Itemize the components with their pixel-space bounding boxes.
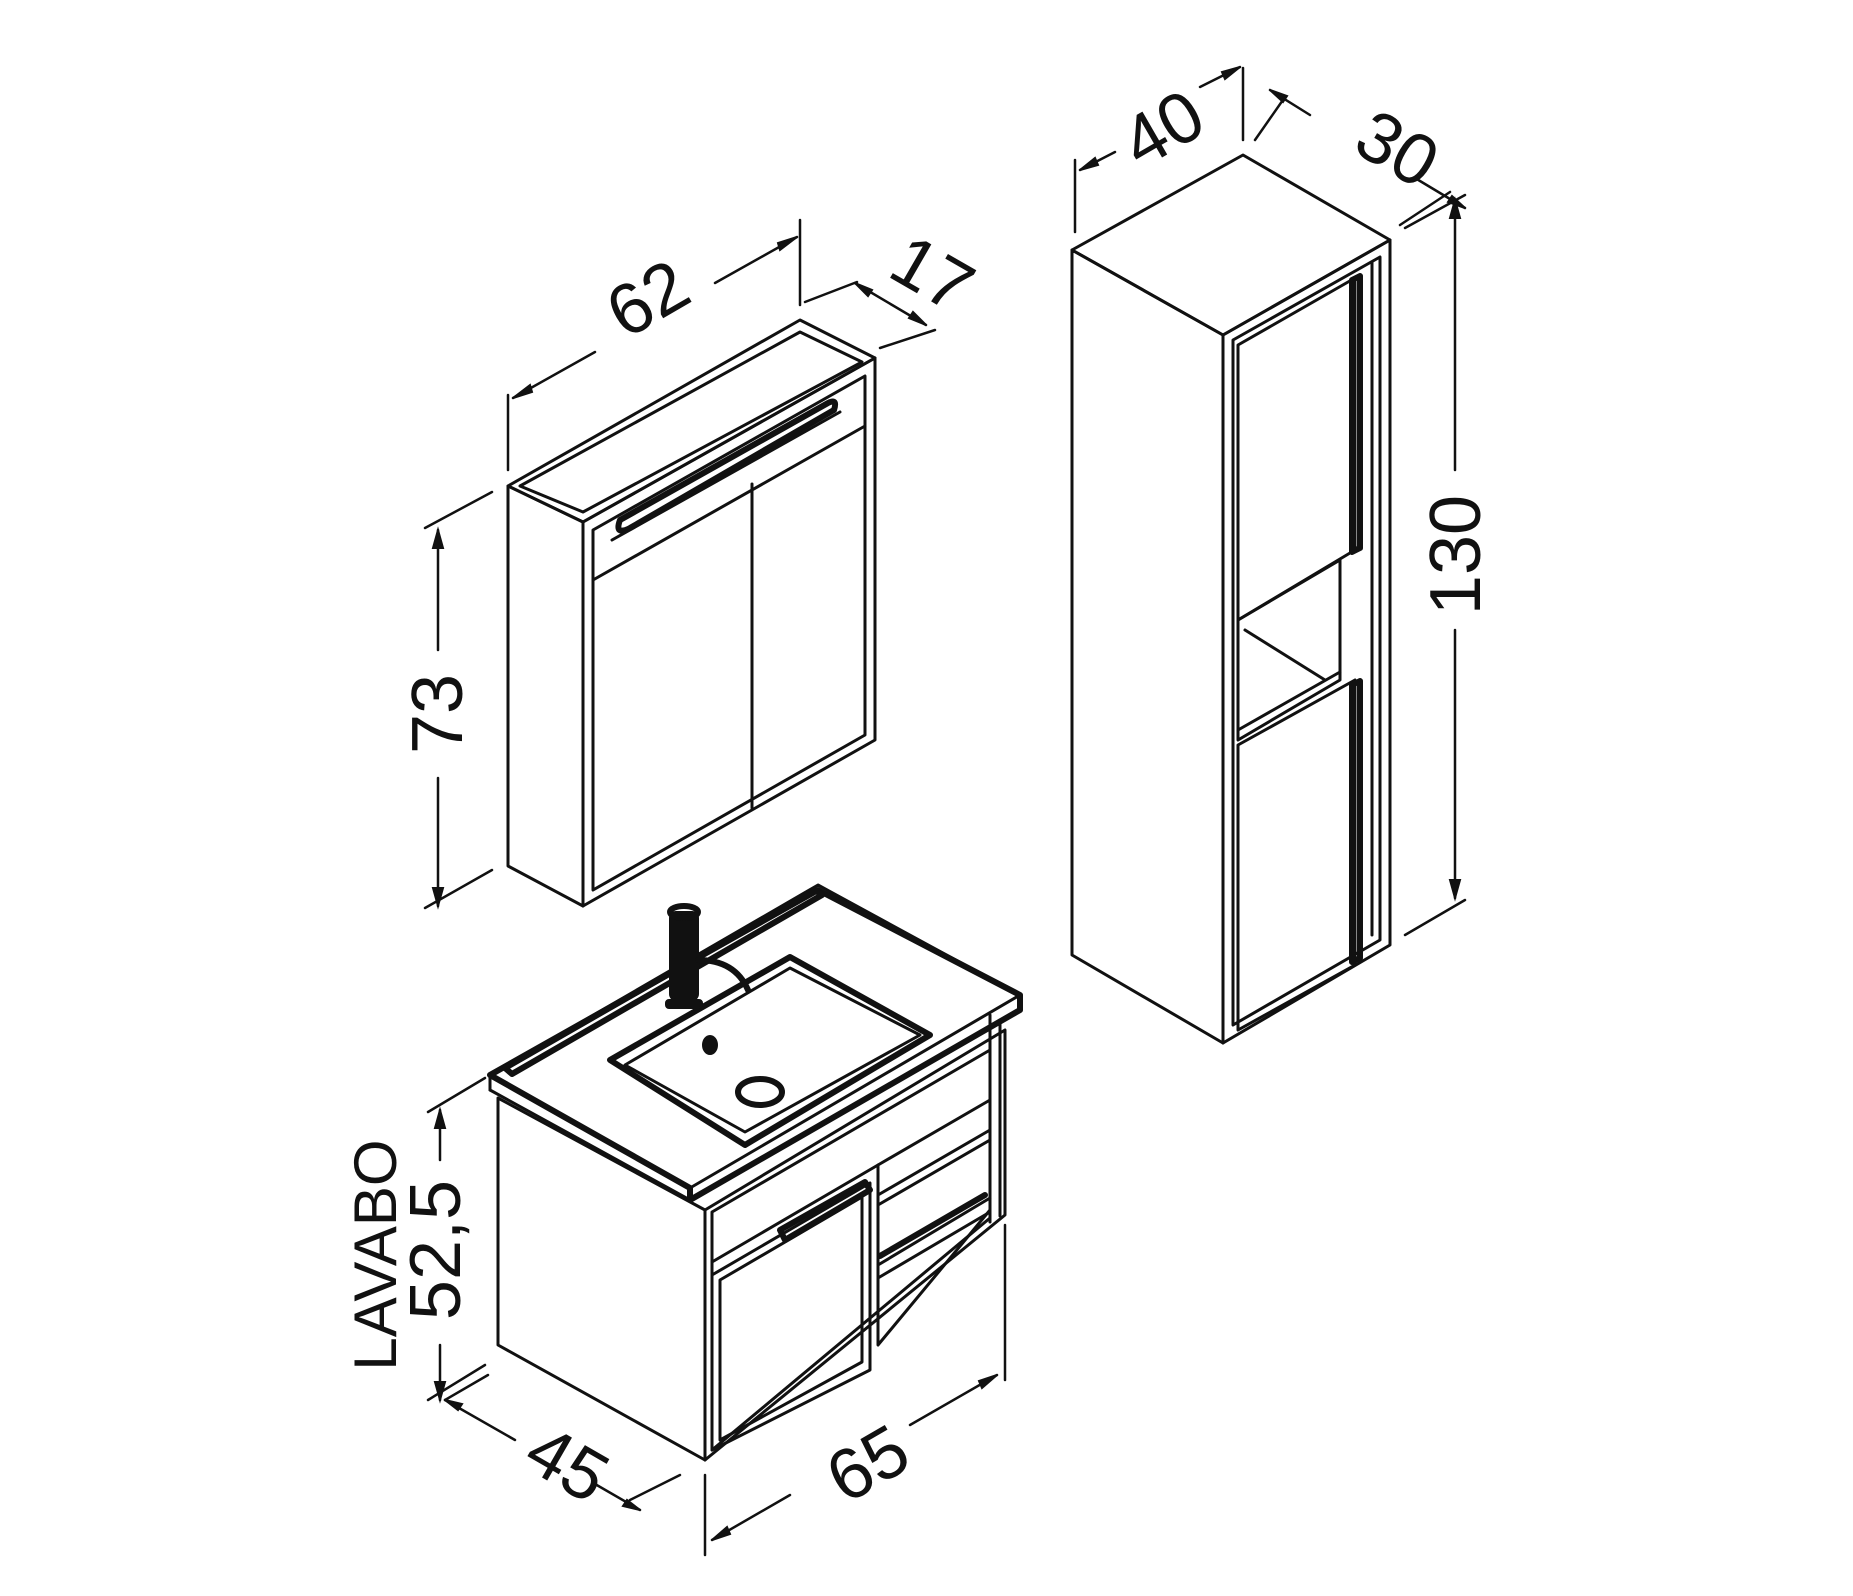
- mirror-depth-label: 17: [877, 220, 986, 329]
- mirror-width-dimension: [506, 218, 802, 472]
- vanity-depth-label: 45: [512, 1410, 621, 1519]
- vanity-name-label: LAVABO: [342, 1139, 409, 1370]
- mirror-width-label: 62: [593, 245, 702, 354]
- tall-depth-label: 30: [1342, 95, 1451, 204]
- vanity: [487, 883, 1023, 1462]
- mirror-cabinet: [506, 318, 877, 908]
- tall-width-label: 40: [1108, 75, 1217, 184]
- vanity-height-dimension: [426, 1076, 487, 1404]
- vanity-width-label: 65: [813, 1410, 922, 1519]
- vanity-depth-dimension: [443, 1373, 682, 1512]
- vanity-width-dimension: [703, 1223, 1007, 1557]
- tall-height-dimension: [1403, 193, 1467, 937]
- tall-width-dimension: [1073, 65, 1245, 234]
- tall-height-label: 130: [1416, 495, 1496, 615]
- mirror-height-dimension: [423, 490, 494, 910]
- mirror-height-label: 73: [398, 674, 478, 754]
- tall-cabinet: [1070, 153, 1392, 1045]
- mirror-depth-dimension: [803, 280, 937, 350]
- vanity-height-label: 52,5: [396, 1180, 476, 1320]
